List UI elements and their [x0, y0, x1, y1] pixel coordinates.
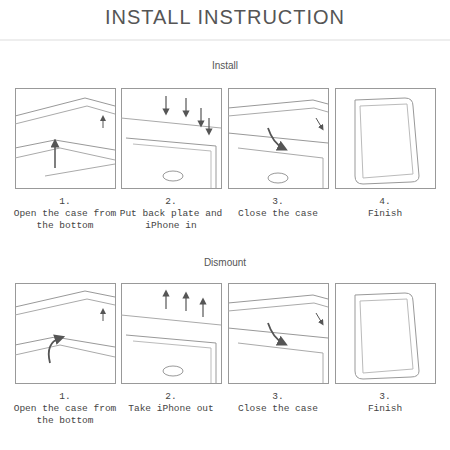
step-number: 2. [116, 196, 226, 208]
page-title: INSTALL INSTRUCTION [0, 6, 450, 29]
step-number: 3. [223, 391, 333, 403]
step-caption: Finish [330, 208, 440, 220]
step-number: 1. [10, 391, 120, 403]
step-panel [336, 89, 436, 189]
section-heading: Dismount [165, 257, 285, 268]
step-panel [15, 284, 116, 384]
step-number: 2. [116, 391, 226, 403]
step-caption: Put back plate and iPhone in [116, 208, 226, 232]
step-caption: Open the case from the bottom [10, 403, 120, 427]
step-panel [121, 89, 222, 189]
step-panel [228, 284, 329, 384]
step-caption: Close the case [223, 403, 333, 415]
step-panel [228, 89, 329, 189]
step-number: 1. [10, 196, 120, 208]
step-panel [15, 89, 116, 189]
step-caption: Finish [330, 403, 440, 415]
step-number: 3. [330, 391, 440, 403]
section-heading: Install [165, 60, 285, 71]
step-panel [121, 284, 222, 384]
step-panel [336, 284, 436, 384]
step-caption: Close the case [223, 208, 333, 220]
step-caption: Open the case from the bottom [10, 208, 120, 232]
step-caption: Take iPhone out [116, 403, 226, 415]
divider-line [0, 40, 450, 41]
step-number: 4. [330, 196, 440, 208]
step-number: 3. [223, 196, 333, 208]
